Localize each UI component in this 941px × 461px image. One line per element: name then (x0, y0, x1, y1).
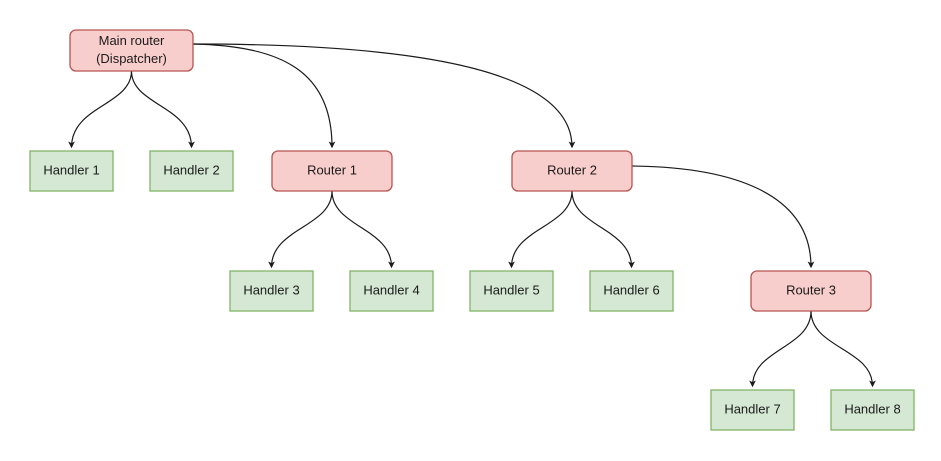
node-handler-3[interactable]: Handler 3 (229, 270, 314, 312)
router-2-box[interactable] (511, 150, 633, 192)
edge-router3-to-handler8 (810, 310, 876, 388)
handler-3-box[interactable] (229, 270, 314, 312)
handler-2-box[interactable] (149, 150, 234, 192)
router-1-box[interactable] (271, 150, 393, 192)
node-router-3[interactable]: Router 3 (750, 270, 872, 312)
edge-router2-to-handler6 (571, 190, 635, 269)
edge-router1-to-handler4 (331, 190, 395, 269)
node-handler-6[interactable]: Handler 6 (589, 270, 674, 312)
edge-main-to-handler2 (130, 70, 195, 149)
edge-router2-to-handler5 (508, 190, 573, 269)
main-router-box[interactable] (69, 29, 194, 72)
handler-5-box[interactable] (469, 270, 554, 312)
handler-8-box[interactable] (830, 389, 915, 431)
edge-router3-to-handler7 (749, 310, 812, 388)
router-3-box[interactable] (750, 270, 872, 312)
edge-router2-to-router3 (631, 165, 815, 269)
edge-main-to-router1 (192, 43, 336, 149)
node-router-2[interactable]: Router 2 (511, 150, 633, 192)
edge-main-to-router2 (192, 43, 576, 149)
node-handler-8[interactable]: Handler 8 (830, 389, 915, 431)
handler-4-box[interactable] (349, 270, 434, 312)
node-handler-5[interactable]: Handler 5 (469, 270, 554, 312)
node-handler-1[interactable]: Handler 1 (29, 150, 114, 192)
node-layer: Main router(Dispatcher) Handler 1 Handler … (29, 29, 915, 431)
node-main-router[interactable]: Main router(Dispatcher) (69, 29, 194, 72)
node-handler-4[interactable]: Handler 4 (349, 270, 434, 312)
node-handler-2[interactable]: Handler 2 (149, 150, 234, 192)
edge-layer (68, 43, 876, 388)
handler-7-box[interactable] (710, 389, 795, 431)
edge-router1-to-handler3 (268, 190, 333, 269)
handler-1-box[interactable] (29, 150, 114, 192)
node-handler-7[interactable]: Handler 7 (710, 389, 795, 431)
node-router-1[interactable]: Router 1 (271, 150, 393, 192)
edge-main-to-handler1 (68, 70, 133, 149)
handler-6-box[interactable] (589, 270, 674, 312)
